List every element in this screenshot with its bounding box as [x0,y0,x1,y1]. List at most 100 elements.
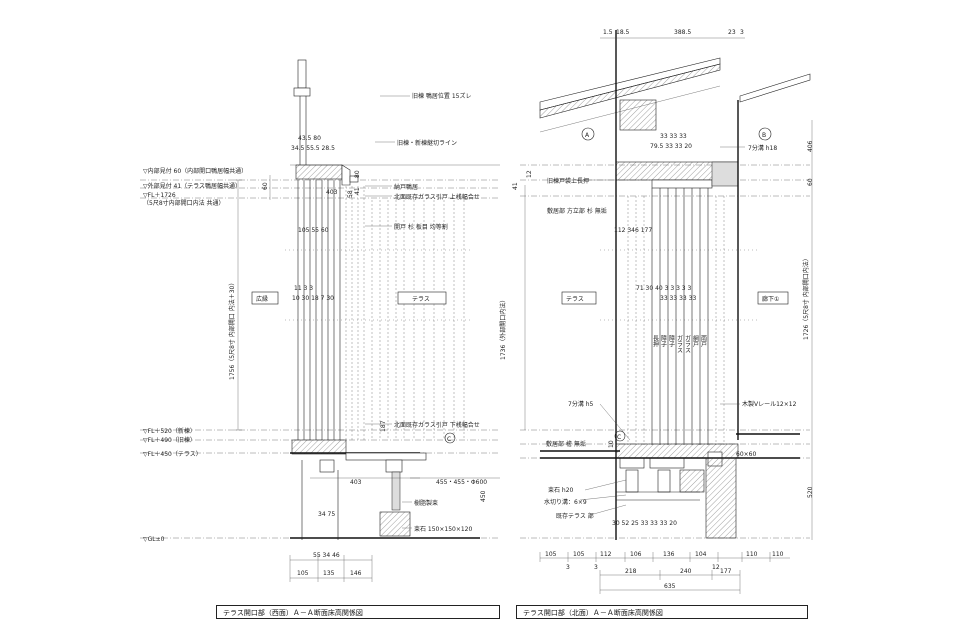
dim-right-top3: 3 [740,29,744,36]
dim-left-34-75: 34 75 [318,511,335,518]
dim-left-low1: 11 3 3 [294,285,313,292]
dim-left-b3: 135 [323,570,335,577]
note-mizo7-h5: 7分溝 h5 [568,400,594,408]
dim-right-a6: 110 [746,551,758,558]
dim-right-total: 635 [664,583,676,590]
dim-left-top1: 43.5 80 [298,135,321,142]
level-fl490: ▽FL＋490（旧棟） [143,436,196,444]
dim-left-41: 41 [354,187,361,195]
note-v-rail: 木製Vレール12×12 [742,400,797,408]
dim-right-a3: 106 [630,551,642,558]
dim-left-60: 60 [262,182,269,190]
dim-right-b2: 218 [625,568,637,575]
dim-right-b4: 12 [712,564,720,571]
note-tsukaishi: 束石 150×150×120 [414,525,473,533]
note-tsukaishi-h20: 束石 h20 [548,486,574,494]
level-fl450: ▽FL＋450（テラス） [143,451,202,458]
dim-right-a5: 104 [695,551,707,558]
dim-right-top23: 23 [728,29,736,36]
dim-right-b1: 3 [594,564,598,571]
dim-left-403b: 403 [350,479,362,486]
north-section [520,30,813,594]
marker-c-right: C [617,434,621,441]
marker-a: A [585,132,590,139]
dim-right-406: 406 [807,140,814,152]
note-kita-glass-top: 北面既存ガラス引戸 上桟幅合せ [394,193,480,201]
col-label-2: 障子 [668,334,675,347]
dim-left-1736: 1736（外部開口内法） [499,297,507,360]
west-section [140,59,500,582]
room-terrace-left: テラス [412,296,430,303]
dim-left-low2: 10 30 18 7 30 [292,295,334,302]
note-mado-sugi: 開戸 杉 板目 均等割 [394,223,448,231]
dim-right-6060: 60×60 [736,451,756,458]
dim-left-b2: 105 [297,570,309,577]
dim-left-455: 455・455・Φ600 [436,479,487,486]
col-label-4: ガラス [684,334,691,353]
note-mizo7-h18: 7分溝 h18 [748,144,777,152]
note-jushi-tsuka: 樹脂製束 [414,499,438,507]
col-label-1: 障子 [660,334,667,347]
level-gl0: ▽GL±0 [143,536,165,543]
note-kison-terrace: 既存テラス 部 [556,512,594,520]
col-label-6: 雨戸 [700,335,707,348]
dim-right-a0: 105 [545,551,557,558]
dim-right-top388: 388.5 [674,29,691,36]
dim-left-b1: 55 34 46 [313,552,340,559]
note-kyuto-kamoi: 旧棟戸袋上長押 [547,177,589,185]
level-fl520: ▽FL＋520（新棟） [143,427,196,435]
dim-right-a1: 105 [573,551,585,558]
col-label-0: 長押 [652,335,659,348]
note-5shaku: （5尺8寸内部開口内法 共通） [143,199,225,207]
room-rouka: 廊下① [762,295,779,303]
dim-right-41: 41 [512,182,519,190]
dim-right-b0: 3 [566,564,570,571]
column-labels: 長押 障子 障子 ガラス ガラス 網戸 雨戸 [652,334,707,353]
dim-right-b5: 177 [720,568,732,575]
level-fl1726: ▽FL＋1726 [143,192,176,199]
note-kamoi-15: 旧棟 鴨居位置 15ズレ [412,92,471,100]
dim-right-1726: 1726（5尺8寸 内部開口内法） [802,255,810,340]
dim-right-a4: 136 [663,551,675,558]
dim-left-b4: 146 [350,570,362,577]
dim-right-r3: 112 346 177 [614,227,652,234]
level-gaibu41: ▽外部見付 41（テラス鴨居幅共通） [143,182,241,190]
marker-c-left: C [447,436,451,443]
dim-right-r2: 33 33 33 [660,133,687,140]
dim-right-top15: 1.5 [603,29,613,36]
col-label-3: ガラス [676,334,683,353]
col-label-5: 網戸 [692,334,699,348]
dim-left-58: 58 [347,190,354,198]
note-kyuto-shinto: 旧棟・新棟継切ライン [397,139,457,147]
dim-right-520: 520 [807,486,814,498]
dim-left-1756: 1756（5尺8寸 内部開口 内法＋30） [228,280,236,380]
dim-left-mid: 105 55 60 [298,227,329,234]
dim-right-10: 10 [608,440,615,448]
dim-left-403: 403 [326,189,338,196]
dim-right-r1: 79.5 33 33 20 [650,143,692,150]
dim-right-a7: 110 [772,551,784,558]
dim-right-12: 12 [526,170,533,178]
dim-right-a2: 112 [600,551,612,558]
dim-right-b3: 240 [680,568,692,575]
dim-right-bot-row1: 30 52 25 33 33 33 20 [612,520,677,527]
dim-left-187: 187 [380,420,387,432]
title-north: テラス開口部（北面）Ａ－Ａ断面床高関係図 [516,605,808,619]
level-naibu60: ▽内部見付 60（内部開口鴨居幅共通） [143,167,247,175]
dim-left-top2: 34.5 55.5 28.5 [291,145,335,152]
note-nando-kamoi: 納戸鴨居 [394,183,418,191]
note-kita-glass-bottom: 北面既存ガラス引戸 下桟幅合せ [394,421,480,429]
note-mizukiri: 水切り溝：6×9 [544,498,587,506]
dim-left-450: 450 [480,490,487,502]
marker-b: B [762,132,766,139]
dim-right-top18: 18.5 [616,29,630,36]
room-hiroen: 広縁 [256,295,268,303]
note-shikii-hinoki: 敷居部 檜 無垢 [546,440,586,448]
dim-right-r5: 33 33 33 33 [660,295,696,302]
dim-right-60: 60 [807,178,814,186]
room-terrace-right: テラス [566,296,584,303]
title-west: テラス開口部（西面）Ａ－Ａ断面床高関係図 [216,605,500,619]
dim-right-r4: 71 30 40 3 3 3 3 3 [636,285,692,292]
dim-left-80: 80 [354,170,361,178]
